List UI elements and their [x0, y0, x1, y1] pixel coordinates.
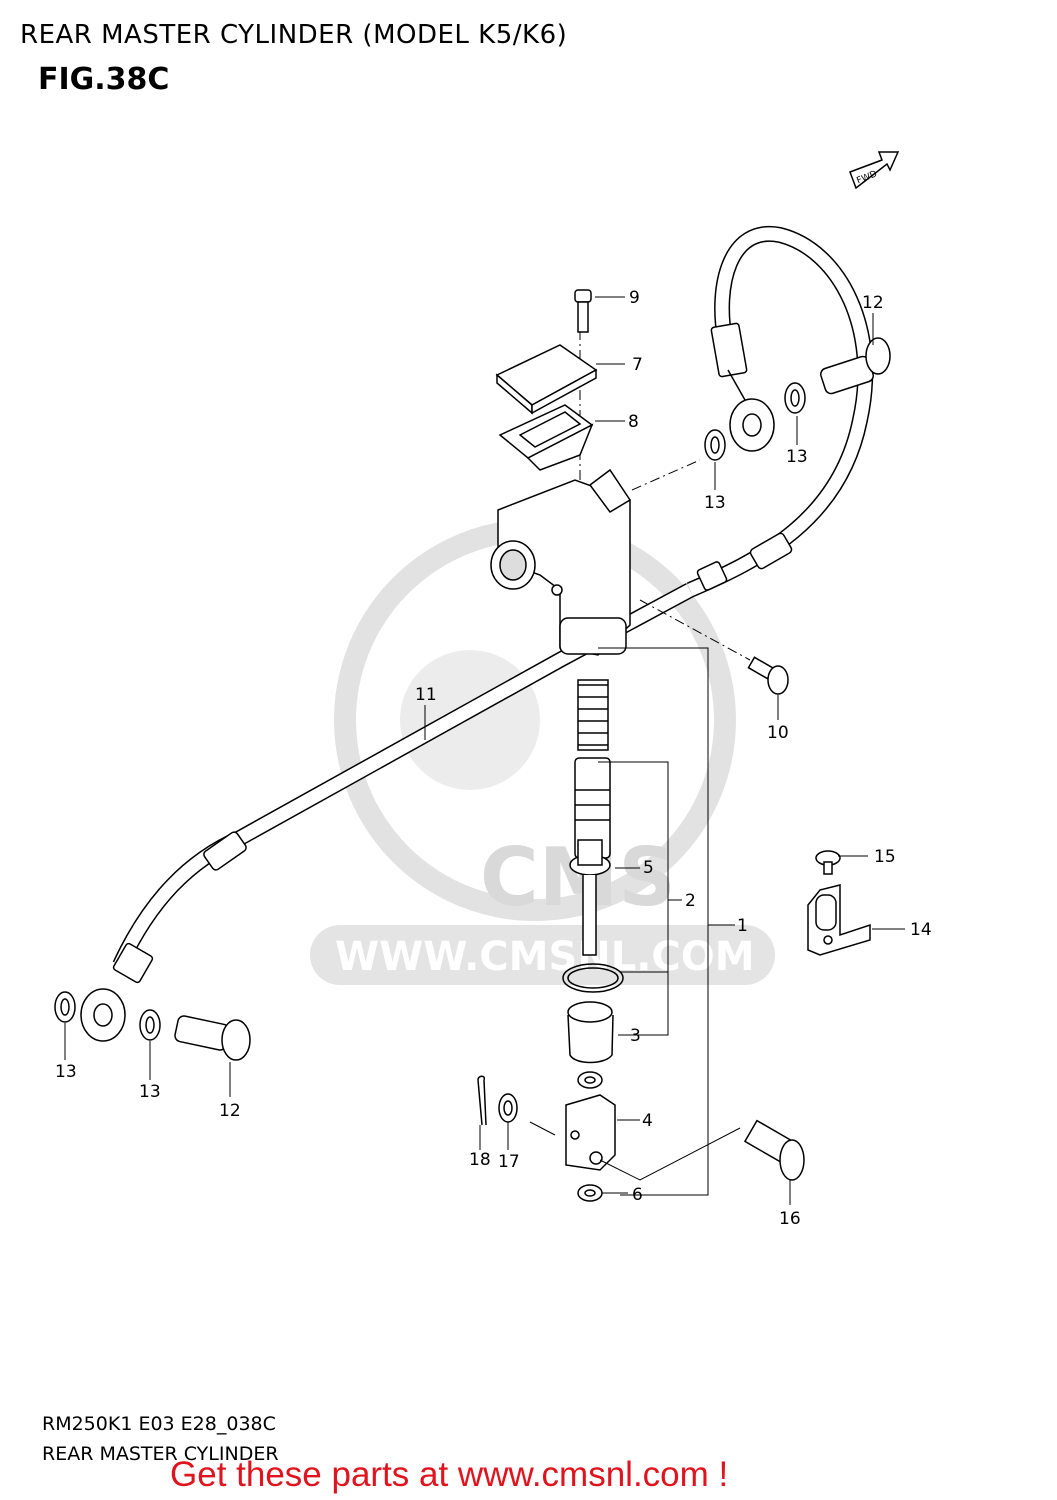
callout-3: 3 [630, 1026, 641, 1046]
callout-7: 7 [632, 355, 643, 375]
callout-2: 2 [685, 891, 696, 911]
clamp-screw [815, 850, 841, 875]
union-bolt-lower [174, 1015, 251, 1061]
callout-4: 4 [642, 1111, 653, 1131]
watermark-url: WWW.CMSNL.COM [335, 934, 755, 980]
brake-hose-upper [686, 225, 874, 598]
master-cylinder-body [490, 468, 632, 656]
union-bolt-upper [820, 337, 891, 395]
washer-and-cotter-pin [477, 1075, 518, 1126]
page-title: REAR MASTER CYLINDER (MODEL K5/K6) [20, 20, 568, 50]
callout-13-upper-right: 13 [786, 447, 808, 467]
callout-13-upper-left: 13 [704, 493, 726, 513]
mounting-screw [747, 656, 789, 695]
callout-17: 17 [498, 1152, 520, 1172]
banjo-fitting-upper [727, 369, 775, 452]
brake-hose-long [112, 582, 694, 984]
clevis-joint [565, 1094, 616, 1171]
piston-assembly [569, 679, 611, 956]
callout-11: 11 [415, 685, 437, 705]
diagram-description: REAR MASTER CYLINDER [42, 1443, 279, 1465]
callout-1: 1 [737, 916, 748, 936]
callout-numbers: 9 7 8 12 13 13 10 11 5 2 1 15 14 3 4 6 1… [55, 288, 932, 1229]
callout-18: 18 [469, 1150, 491, 1170]
promo-banner: Get these parts at www.cmsnl.com ! [170, 1455, 729, 1494]
callout-12-upper: 12 [862, 293, 884, 313]
callout-16: 16 [779, 1209, 801, 1229]
fwd-arrow-icon: FWD [849, 151, 900, 190]
callout-12-lower: 12 [219, 1101, 241, 1121]
gasket-washers [54, 382, 806, 1041]
reservoir-diaphragm [498, 404, 594, 471]
callout-6: 6 [632, 1185, 643, 1205]
dust-boot [567, 1001, 614, 1064]
callout-10: 10 [767, 723, 789, 743]
hose-clamp [807, 884, 871, 956]
banjo-fitting-lower [80, 988, 126, 1042]
callout-leaders [64, 296, 905, 1205]
callout-13-lower-right: 13 [139, 1082, 161, 1102]
callout-14: 14 [910, 920, 932, 940]
assembly-guide-lines [579, 330, 751, 661]
figure-label: FIG.38C [38, 62, 170, 97]
lock-nut [577, 1071, 603, 1202]
circlip [562, 963, 624, 993]
callout-5: 5 [643, 858, 654, 878]
callout-13-lower-left: 13 [55, 1062, 77, 1082]
callout-8: 8 [628, 412, 639, 432]
callout-9: 9 [629, 288, 640, 308]
clevis-pin [743, 1119, 805, 1181]
callout-15: 15 [874, 847, 896, 867]
reservoir-cap [495, 344, 598, 415]
reservoir-screw [574, 289, 592, 333]
diagram-code: RM250K1 E03 E28_038C [42, 1413, 276, 1435]
